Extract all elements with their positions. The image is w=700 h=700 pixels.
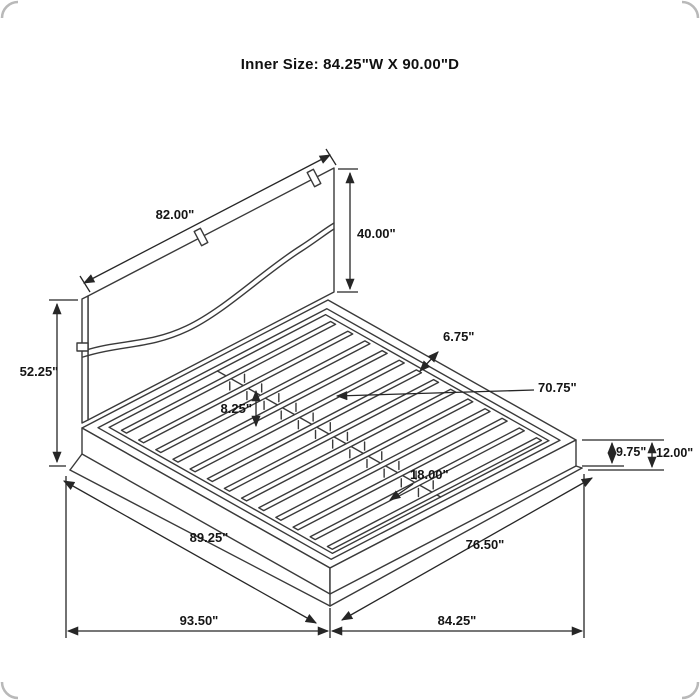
dim-slat-length: [335, 389, 535, 401]
dim-label-platform-side-depth: 89.25": [189, 530, 229, 545]
dim-platform-front-width: [341, 477, 593, 621]
dim-side-rail-height: [582, 439, 664, 467]
dim-label-headboard-height: 40.00": [357, 226, 396, 241]
dim-headboard-height: [337, 168, 358, 293]
dim-label-platform-height: 12.00": [656, 446, 694, 460]
inner-size-title: Inner Size: 84.25"W X 90.00"D: [240, 56, 460, 73]
dim-label-side-rail-height: 9.75": [616, 445, 647, 459]
dim-label-headboard-width: 82.00": [155, 207, 195, 222]
dim-platform-height: [588, 441, 664, 471]
dim-label-slat-length: 70.75": [538, 380, 577, 395]
dim-label-slat-spacing: 6.75": [443, 329, 475, 344]
dim-label-total-height: 52.25": [19, 364, 59, 379]
dim-label-overall-width: 84.25": [437, 613, 477, 628]
dim-platform-side-depth: [63, 480, 317, 624]
dim-label-overall-depth: 93.50": [179, 613, 219, 628]
dim-overall-width: [330, 474, 585, 638]
dim-headboard-width: [79, 148, 337, 293]
dim-overall-depth: [65, 476, 331, 638]
dim-total-height: [49, 299, 78, 467]
dim-label-footboard-depth: 18.00": [410, 467, 449, 482]
dim-slat-spacing: [419, 351, 439, 372]
dim-label-slat-height: 8.25": [220, 401, 252, 416]
dim-label-platform-front-width: 76.50": [465, 537, 505, 552]
